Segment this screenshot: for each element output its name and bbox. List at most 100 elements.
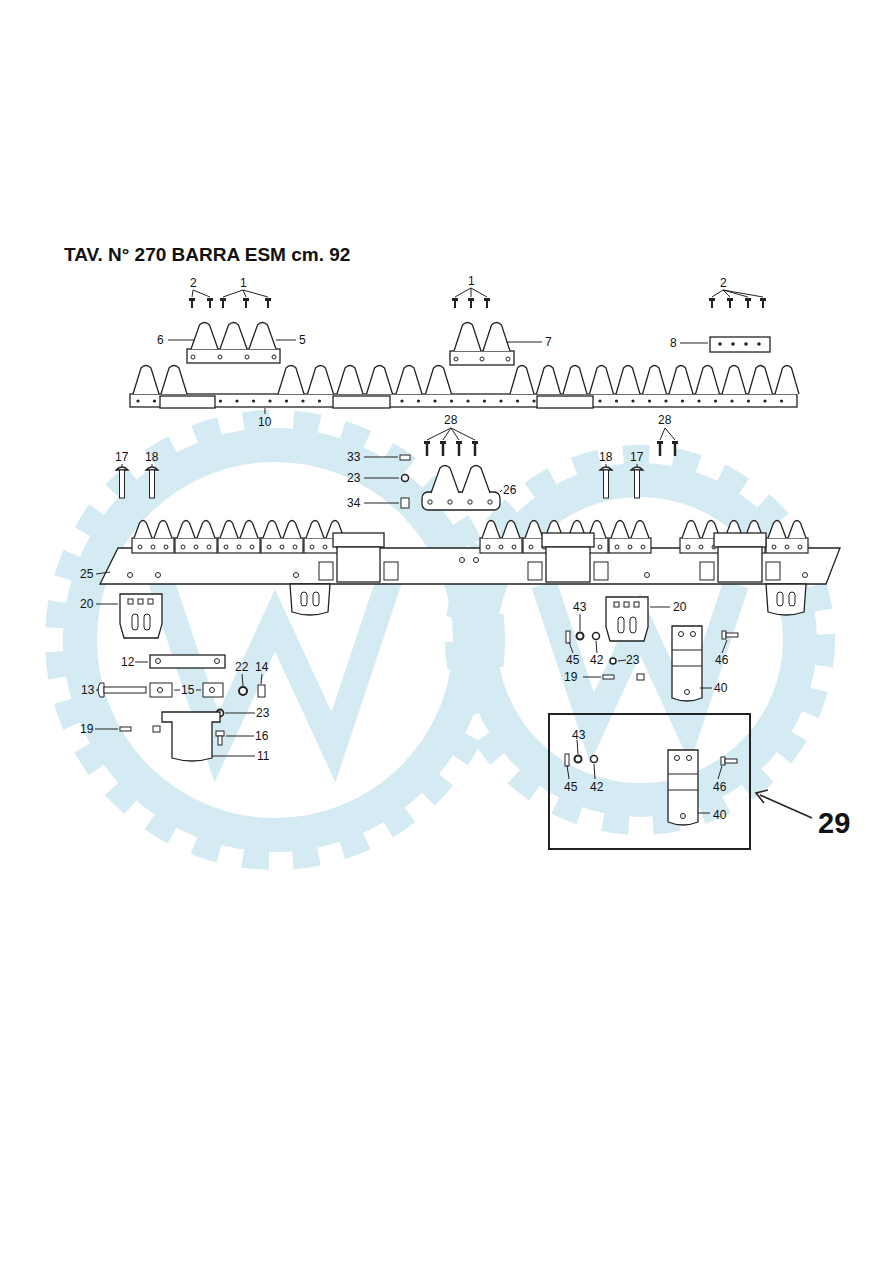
knife-tooth [308, 366, 334, 395]
callout-number: 19 [80, 723, 93, 736]
bolt-shank [674, 444, 677, 456]
callout-number: 25 [80, 568, 93, 581]
rivet-hole [433, 399, 436, 402]
holder-clamp [594, 562, 608, 580]
leader-line [364, 457, 398, 458]
plate-hole [691, 632, 696, 637]
plate-hole [148, 599, 153, 604]
bolt-shank [120, 470, 125, 498]
leader-line [152, 464, 153, 467]
guard-hole [798, 545, 802, 549]
guard-hole [641, 545, 645, 549]
plate-hole [685, 690, 690, 695]
block-hole [158, 688, 163, 693]
guard-hole [529, 545, 533, 549]
bar-hole [294, 573, 299, 578]
plate-hole [138, 599, 143, 604]
leader-line [665, 428, 675, 440]
plate-hole [731, 342, 735, 346]
knife-tooth [177, 521, 195, 539]
rivet-hole [763, 399, 766, 402]
guard-hole [293, 545, 297, 549]
leader-line [364, 503, 399, 504]
bolt-shank [442, 444, 445, 456]
leader-line [168, 340, 194, 341]
callout-number: 40 [713, 809, 726, 822]
foot-slot [789, 592, 795, 606]
knife-tooth [525, 521, 543, 539]
plate-40 [668, 750, 698, 825]
guard-finger [218, 538, 260, 553]
rivet-head [265, 298, 271, 301]
knife-tooth [749, 366, 773, 395]
bolt-46-head [721, 757, 725, 765]
callout-number: 17 [630, 451, 643, 464]
leader-line [680, 343, 708, 344]
leader-line [443, 428, 451, 440]
guard-finger [132, 538, 174, 553]
callout-number: 20 [673, 601, 686, 614]
knife-tooth [482, 521, 500, 539]
rivet-hole [747, 399, 750, 402]
knife-section [187, 349, 280, 363]
leader-line [471, 288, 472, 297]
foot-slot [777, 592, 783, 606]
guard-hole [138, 545, 142, 549]
guard-hole [628, 545, 632, 549]
callout-number: 28 [444, 414, 457, 427]
holder-body [718, 547, 762, 582]
plate-bend [672, 650, 702, 651]
block-15 [203, 683, 223, 697]
knife-tooth [722, 366, 746, 395]
rivet-shank [191, 301, 193, 308]
rivet-hole [450, 399, 453, 402]
guard-hole [267, 545, 271, 549]
washer-23 [610, 658, 616, 664]
callout-number: 17 [115, 451, 128, 464]
guard-hole [151, 545, 155, 549]
callout-arrow [760, 795, 812, 818]
guard-hole [772, 545, 776, 549]
knife-tooth [537, 366, 561, 395]
knife-tooth [682, 521, 700, 539]
guard-finger [766, 538, 808, 553]
leader-line [471, 288, 487, 297]
leader-line [192, 290, 193, 297]
rivet-hole [268, 399, 271, 402]
section-hole [468, 500, 472, 504]
washer-23 [402, 475, 409, 482]
bar-hole [128, 573, 133, 578]
foot-slot [301, 592, 307, 606]
guard-hole [598, 545, 602, 549]
leader-line [225, 713, 255, 714]
knife-tooth [154, 521, 172, 539]
pin-19 [603, 675, 614, 679]
plate-hole [679, 632, 684, 637]
callout-number: 43 [573, 601, 586, 614]
holder-top [542, 533, 594, 547]
rivet-hole [730, 399, 733, 402]
leader-line [722, 640, 727, 653]
leader-line [427, 428, 451, 440]
knife-tooth [611, 521, 629, 539]
section-hole [272, 355, 276, 359]
guard-hole [323, 545, 327, 549]
nut-19 [153, 726, 160, 732]
guard-hole [280, 545, 284, 549]
holder-clamp [766, 562, 780, 580]
plate-hole [687, 756, 692, 761]
knife-tooth [134, 521, 152, 539]
washer-43 [577, 633, 584, 640]
guard-hole [164, 545, 168, 549]
knife-tooth [283, 521, 301, 539]
bolt-shank [474, 444, 477, 456]
leader-line [243, 290, 268, 297]
callout-number: 45 [564, 781, 577, 794]
rivet-hole [252, 399, 255, 402]
leader-line [594, 764, 595, 779]
knife-tooth [483, 323, 510, 352]
rivet-hole [235, 399, 238, 402]
rivet-hole [780, 399, 783, 402]
section-hole [448, 500, 452, 504]
callout-number: 1 [468, 275, 475, 288]
